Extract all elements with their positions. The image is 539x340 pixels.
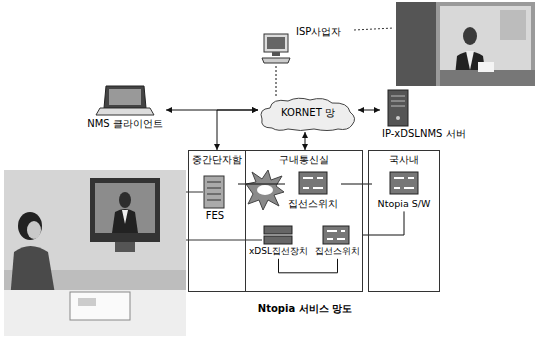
- box-heading: 국사내: [389, 154, 419, 165]
- burst-symbol: [246, 170, 284, 210]
- user-photo: [4, 170, 186, 336]
- node-label: KORNET 망: [281, 107, 335, 119]
- box-heading: 구내통신실: [279, 154, 329, 165]
- switch-icon: [299, 172, 327, 194]
- dslam-device: xDSL집선장치: [246, 224, 311, 259]
- computer-icon: [262, 34, 290, 63]
- dslam-icon: [264, 226, 292, 244]
- node-label: ISP사업자: [296, 26, 341, 38]
- caption: Ntopia 서비스 망도: [258, 303, 352, 315]
- nms-server: IP-xDSLNMS 서버: [380, 88, 470, 142]
- connector: [363, 211, 404, 235]
- node-label: IP-xDSLNMS 서버: [382, 128, 466, 140]
- switch-device: 집선스위치: [285, 170, 341, 211]
- node-label: 집선스위치: [288, 198, 338, 209]
- node-label: 집선스위치: [315, 246, 360, 257]
- caption-box: Ntopia 서비스 망도: [230, 297, 380, 316]
- cable-line: [186, 240, 262, 241]
- node-label: NMS 클라이언트: [87, 118, 163, 130]
- laptop-icon: [96, 86, 154, 115]
- nms-client: NMS 클라이언트: [84, 86, 166, 132]
- site-box: 구내통신실집선스위치 xDSL집선장치 집선스위치: [245, 150, 363, 292]
- site-box: 국사내 Ntopia S/W: [368, 150, 440, 292]
- connector: [217, 110, 258, 150]
- node-label: Ntopia S/W: [378, 198, 431, 209]
- server-icon: [388, 90, 408, 126]
- site-box: 중간단자함 FES: [188, 150, 246, 292]
- isp-terminal: ISP사업자: [262, 24, 350, 66]
- node-label: FES: [206, 210, 224, 222]
- switch-icon: [390, 172, 418, 194]
- network-cloud: KORNET 망: [258, 96, 358, 132]
- switch-device: Ntopia S/W: [372, 170, 436, 211]
- fes-device: FES: [192, 174, 238, 224]
- connector: [279, 259, 338, 273]
- fes-icon: [204, 176, 224, 208]
- cloud-shape: [261, 98, 355, 130]
- node-label: xDSL집선장치: [249, 246, 308, 257]
- connector: [276, 66, 277, 96]
- box-heading: 중간단자함: [192, 154, 242, 165]
- dotted-link: [354, 28, 394, 30]
- switch-icon: [323, 226, 349, 244]
- presenter-photo: [396, 2, 535, 86]
- connector: [305, 132, 306, 150]
- connector: [358, 110, 380, 111]
- switch-device: 집선스위치: [312, 224, 363, 259]
